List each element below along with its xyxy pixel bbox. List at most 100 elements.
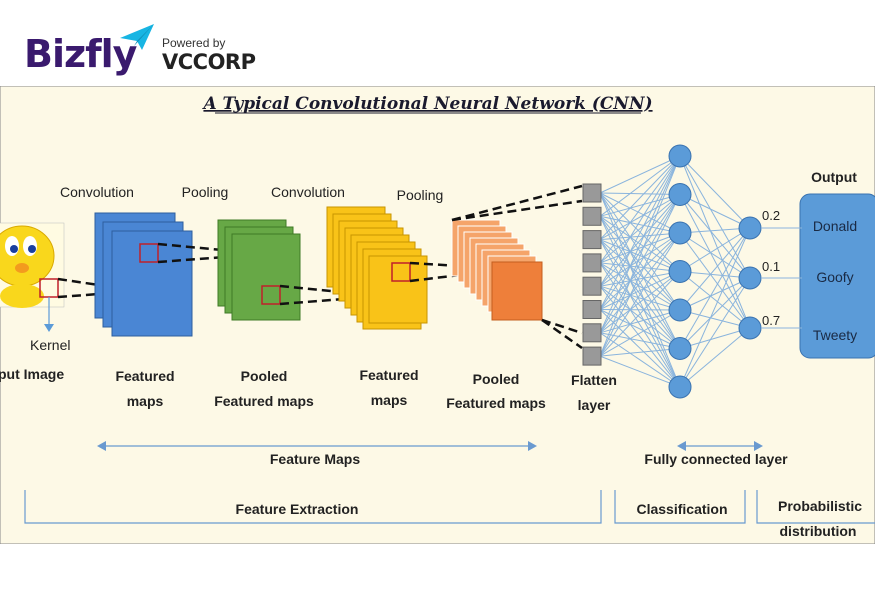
conv2-stack [326, 206, 428, 330]
fc-edge [679, 232, 751, 279]
conv2-kernel-window [391, 262, 411, 282]
fc-edge [599, 155, 681, 287]
section-feature-extraction: Feature Extraction [236, 501, 359, 517]
hidden-node [668, 144, 692, 168]
stage-title-convolution-1: Convolution [60, 184, 134, 200]
hidden-node [668, 375, 692, 399]
fc-edge [679, 155, 751, 329]
diagram-title: A Typical Convolutional Neural Network (… [201, 94, 652, 114]
fc-edge [599, 155, 681, 217]
fc-edge [599, 194, 681, 310]
label-featured-maps-2b: maps [371, 392, 408, 408]
fc-edge [679, 227, 751, 388]
flatten-cell [582, 230, 602, 250]
output-lines [761, 227, 802, 329]
label-input-image: put Image [0, 366, 64, 382]
feature-maps-label: Feature Maps [270, 451, 360, 467]
output-label-donald: Donald [813, 218, 857, 234]
brand-logo[interactable]: Bizfly [24, 32, 137, 76]
output-node [738, 316, 762, 340]
section-probabilistic-b: distribution [780, 523, 857, 539]
label-pooled-maps-1a: Pooled [241, 368, 288, 384]
fc-edge [679, 155, 751, 229]
output-box [799, 193, 875, 359]
fc-edge [599, 194, 681, 217]
fc-edge [599, 232, 681, 357]
flatten-cell [582, 300, 602, 319]
flatten-cell [582, 183, 602, 203]
kernel-pointer-arrow-icon [44, 324, 54, 332]
section-probabilistic-a: Probabilistic [778, 498, 862, 514]
output-prob-goofy: 0.1 [762, 259, 780, 274]
fc-edge [679, 232, 751, 329]
fc-edge [599, 232, 681, 287]
fc-edge [679, 227, 751, 311]
fc-edge [679, 277, 751, 388]
output-nodes [738, 216, 762, 340]
arrow-right-icon [754, 441, 763, 451]
arrow-right-icon [528, 441, 537, 451]
paper-plane-icon [120, 24, 154, 50]
fc-edge [679, 227, 751, 349]
fc-edge [599, 232, 681, 310]
fc-edge [599, 194, 681, 334]
projection-line [541, 318, 583, 350]
projection-line [541, 318, 583, 335]
stage-title-pooling-1: Pooling [182, 184, 229, 200]
fc-edge [599, 309, 681, 311]
hidden-layer [668, 144, 692, 399]
arrow-left-icon [97, 441, 106, 451]
label-pooled-maps-1b: Featured maps [214, 393, 314, 409]
fc-edge [679, 194, 751, 279]
bracket-classification [614, 490, 746, 524]
label-featured-maps-2a: Featured [359, 367, 418, 383]
label-flatten-a: Flatten [571, 372, 617, 388]
stage-title-convolution-2: Convolution [271, 184, 345, 200]
bracket-probabilistic [756, 490, 875, 524]
fc-edge [679, 327, 751, 349]
fc-edge [679, 155, 751, 279]
fc-edge [679, 271, 751, 279]
hidden-node [668, 337, 692, 360]
conv1-kernel-window [139, 243, 159, 263]
fc-edge [599, 355, 681, 388]
hidden-node [668, 221, 692, 245]
fc-edge [679, 227, 751, 234]
conv1-stack [94, 212, 193, 337]
output-prob-donald: 0.2 [762, 208, 780, 223]
hidden-node [668, 298, 692, 322]
fc-edge [679, 277, 751, 311]
flatten-cell [582, 346, 602, 366]
fc-edge [599, 215, 681, 234]
label-featured-maps-1b: maps [127, 393, 164, 409]
pool1-kernel-window [261, 285, 281, 305]
stage-title-pooling-2: Pooling [397, 187, 444, 203]
label-pooled-maps-2a: Pooled [473, 371, 520, 387]
output-node [738, 266, 762, 290]
projection-line [451, 199, 583, 222]
pool2-front-map [491, 261, 543, 321]
fc-edge [599, 155, 681, 194]
fc-edge [599, 192, 681, 234]
label-pooled-maps-2b: Featured maps [446, 395, 546, 411]
fc-edge [679, 309, 751, 329]
fc-edge [599, 232, 681, 334]
fc-edge [679, 277, 751, 349]
fc-edge [679, 194, 751, 229]
header: Bizfly Powered by VCCORP [0, 0, 875, 90]
fc-edge [599, 309, 681, 357]
arrow-left-icon [677, 441, 686, 451]
fc-edge [679, 327, 751, 388]
hidden-node [668, 260, 692, 283]
kernel-label: Kernel [30, 337, 70, 353]
fc-edge [599, 194, 681, 264]
fc-edge [599, 232, 681, 241]
label-flatten-b: layer [578, 397, 611, 413]
fc-edge [599, 232, 681, 264]
fc-connections [599, 155, 751, 388]
cnn-diagram: A Typical Convolutional Neural Network (… [0, 86, 875, 544]
hidden-node [668, 183, 692, 206]
flatten-cell [582, 276, 602, 296]
output-node [738, 216, 762, 240]
output-label-tweety: Tweety [813, 327, 857, 343]
